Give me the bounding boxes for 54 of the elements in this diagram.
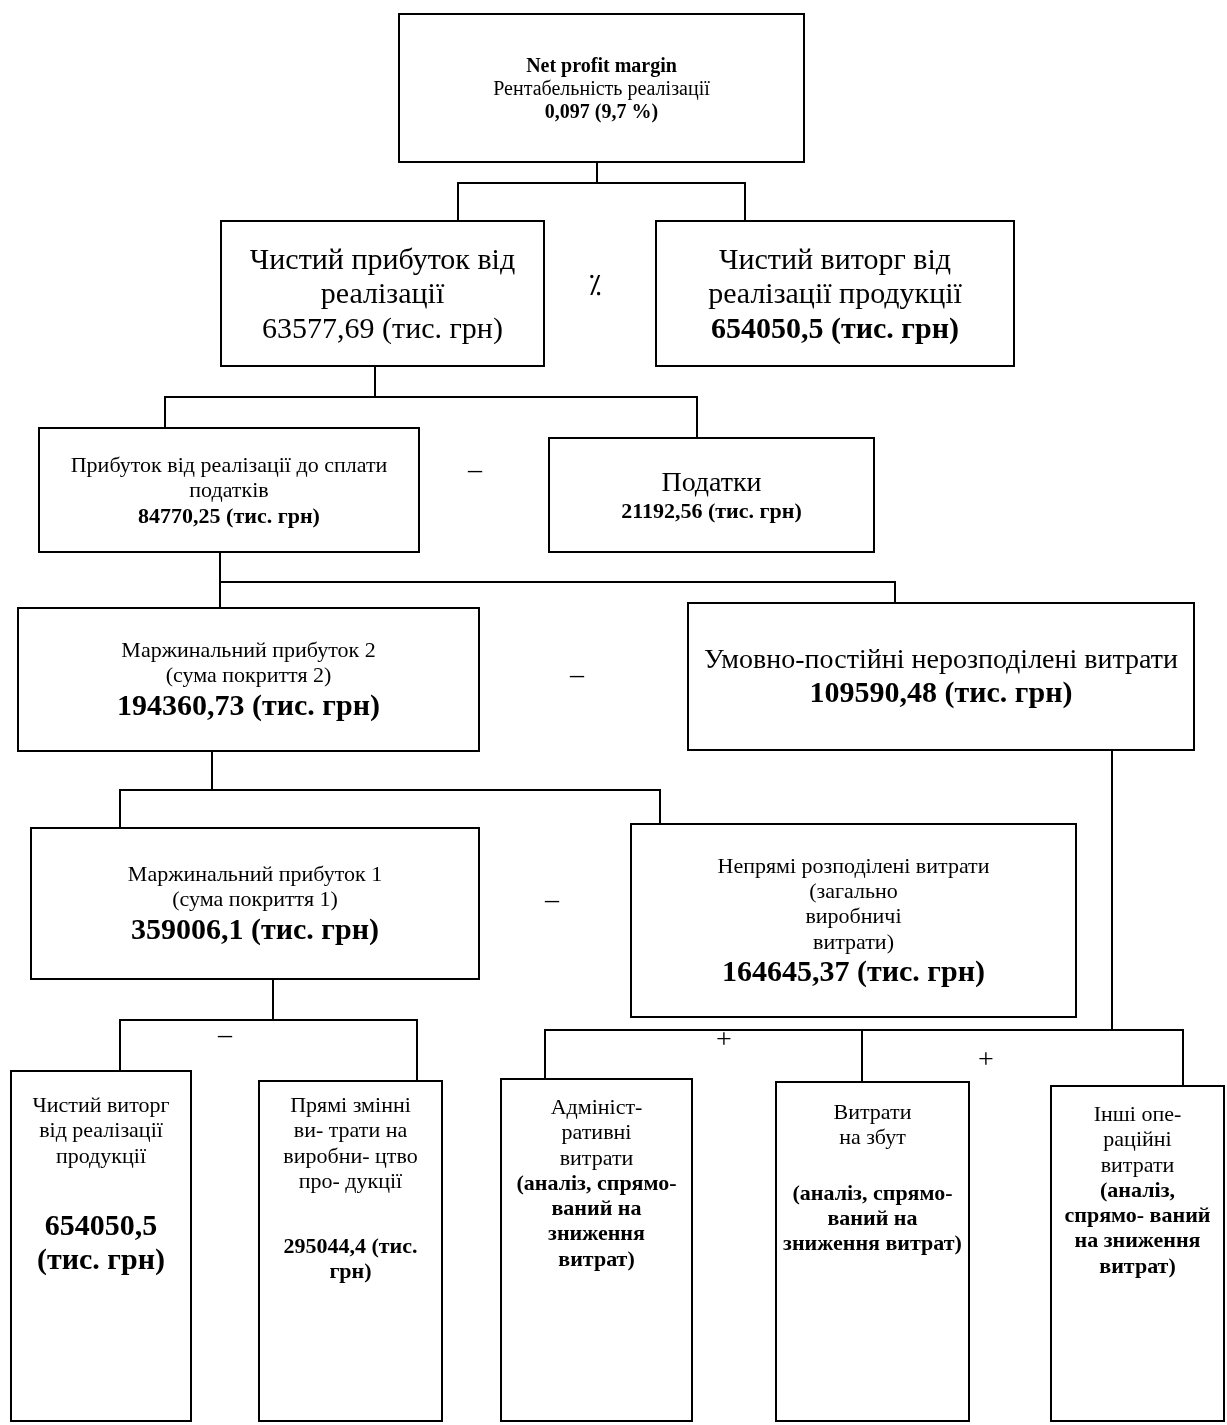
process-box (398, 13, 805, 163)
connector-line (272, 979, 418, 1081)
value-text: 194360,73 (тис. грн) (117, 687, 380, 723)
label-text: Адмініст- ративні витрати (549, 1094, 644, 1170)
label-text: (загально виробничі витрати) (805, 877, 902, 954)
label-text: 63577,69 (тис. грн) (262, 310, 503, 346)
process-box (548, 437, 875, 553)
value-text: (аналіз, спрямо- ваний на зниження витрат) (783, 1179, 962, 1256)
label-text: Чистий прибуток від реалізації (248, 241, 517, 311)
value-text: 359006,1 (тис. грн) (131, 911, 379, 947)
process-box (775, 1081, 970, 1422)
label-text: Прибуток від реалізації до сплати податків (69, 452, 389, 503)
process-box (30, 827, 480, 980)
operator-sign: – (468, 455, 482, 483)
operator-sign: + (716, 1025, 732, 1053)
label-text: Чистий виторг від реалізації продукції (707, 241, 963, 311)
process-box (258, 1080, 443, 1422)
label-text: (сума покриття 2) (165, 662, 332, 688)
process-box (687, 602, 1195, 751)
label-text: Прямі змінні ви- трати на виробни- цтво про- дукції (282, 1092, 419, 1194)
label-text: Непрямі розподілені витрати (717, 852, 990, 878)
label-text: Чистий виторг від реалізації продукції (31, 1092, 171, 1168)
process-box (38, 427, 420, 553)
label-text: Маржинальний прибуток 2 (121, 636, 376, 663)
value-text: 84770,25 (тис. грн) (138, 502, 320, 528)
process-box (500, 1078, 693, 1422)
label-text: Маржинальний прибуток 1 (127, 860, 383, 887)
operator-sign: – (545, 885, 559, 913)
label-text: Рентабельність реалізації (493, 76, 710, 100)
process-box (17, 607, 480, 752)
process-box (1050, 1085, 1225, 1422)
label-text: Умовно-постійні нерозподілені витрати (704, 643, 1178, 676)
value-text: 654050,5 (тис. грн) (36, 1207, 166, 1277)
process-box (220, 220, 545, 367)
operator-sign: – (570, 660, 584, 688)
value-text: 109590,48 (тис. грн) (809, 675, 1073, 710)
value-text: 21192,56 (тис. грн) (621, 498, 802, 524)
operator-sign: ⁒ (590, 272, 600, 300)
process-box (655, 220, 1015, 367)
value-text: 654050,5 (тис. грн) (711, 310, 959, 346)
label-text: Інші опе- раційні витрати (1092, 1101, 1183, 1177)
value-text: (аналіз, спрямо- ваний на зниження витрат) (515, 1169, 678, 1272)
process-box (630, 823, 1077, 1018)
label-text: Витрати на збут (832, 1099, 913, 1150)
value-text: 164645,37 (тис. грн) (722, 953, 985, 989)
value-text: Net profit margin (526, 53, 677, 77)
operator-sign: + (978, 1045, 994, 1073)
value-text: (аналіз, спрямо- ваний на зниження витрат) (1063, 1176, 1212, 1279)
operator-sign: – (218, 1020, 232, 1048)
label-text: (сума покриття 1) (172, 886, 338, 912)
value-text: 295044,4 (тис. грн) (282, 1233, 419, 1284)
value-text: 0,097 (9,7 %) (544, 99, 659, 123)
process-box (10, 1070, 192, 1422)
label-text: Податки (661, 466, 762, 499)
